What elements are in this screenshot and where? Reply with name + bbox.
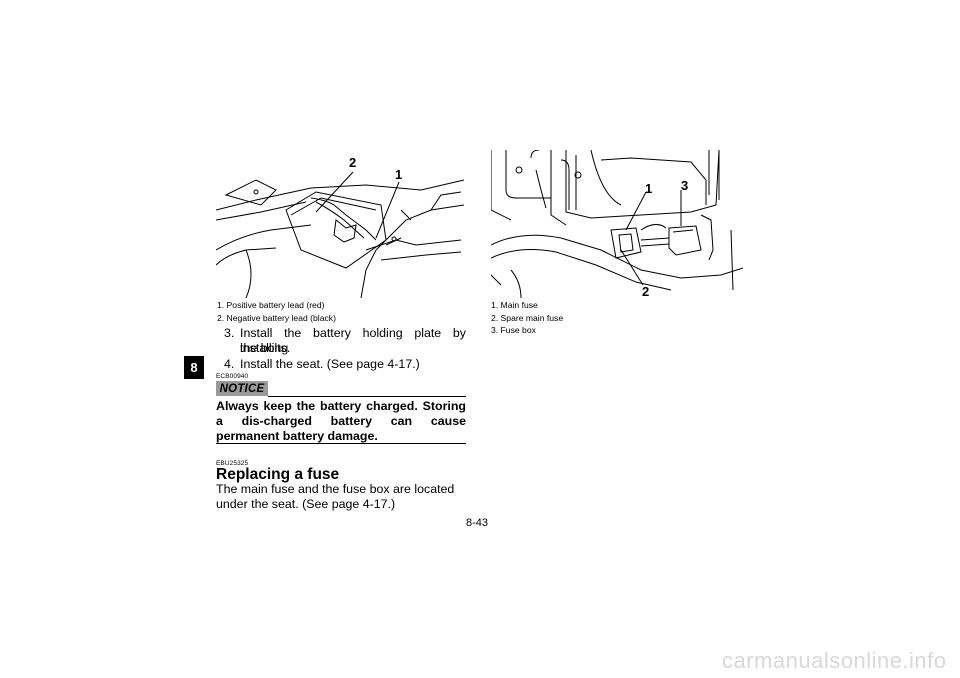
chapter-tab: 8 <box>184 356 204 379</box>
caption-line: 1. Main fuse <box>491 300 538 310</box>
step-number: 4. <box>224 357 235 371</box>
caption-line: 3. Fuse box <box>491 325 536 335</box>
callout-2: 2 <box>349 155 356 170</box>
section-body: The main fuse and the fuse box are locat… <box>216 482 455 511</box>
notice-code: ECB00940 <box>216 373 249 380</box>
callout-3: 3 <box>681 178 688 193</box>
notice-badge: NOTICE <box>216 381 268 396</box>
notice-bottom-rule <box>216 443 466 444</box>
step-number: 3. <box>224 326 235 340</box>
callout-1: 1 <box>395 167 402 182</box>
caption-line: 1. Positive battery lead (red) <box>217 300 325 310</box>
notice-top-rule <box>268 396 466 397</box>
section-heading: Replacing a fuse <box>216 466 340 483</box>
section-code: EBU25325 <box>216 460 249 467</box>
watermark: carmanualsonline.info <box>722 648 947 673</box>
step-text: Install the battery holding plate by ins… <box>240 326 466 355</box>
callout-1: 1 <box>645 181 652 196</box>
battery-illustration: 2 1 <box>216 155 465 298</box>
caption-line: 2. Spare main fuse <box>491 312 564 323</box>
callout-2: 2 <box>642 284 649 298</box>
page-number: 8-43 <box>466 517 489 529</box>
notice-text: Always keep the battery charged. Storing… <box>216 399 466 444</box>
step-text: Install the seat. (See page 4-17.) <box>240 357 420 371</box>
step-text: the bolts. <box>240 341 291 355</box>
fuse-illustration: 1 3 2 <box>491 150 743 298</box>
figure-right-caption: 1. Main fuse 2. Spare main fuse 3. Fuse … <box>491 299 563 337</box>
figure-left-caption: 1. Positive battery lead (red) 2. Negati… <box>217 299 336 324</box>
caption-line: 2. Negative battery lead (black) <box>217 312 336 323</box>
